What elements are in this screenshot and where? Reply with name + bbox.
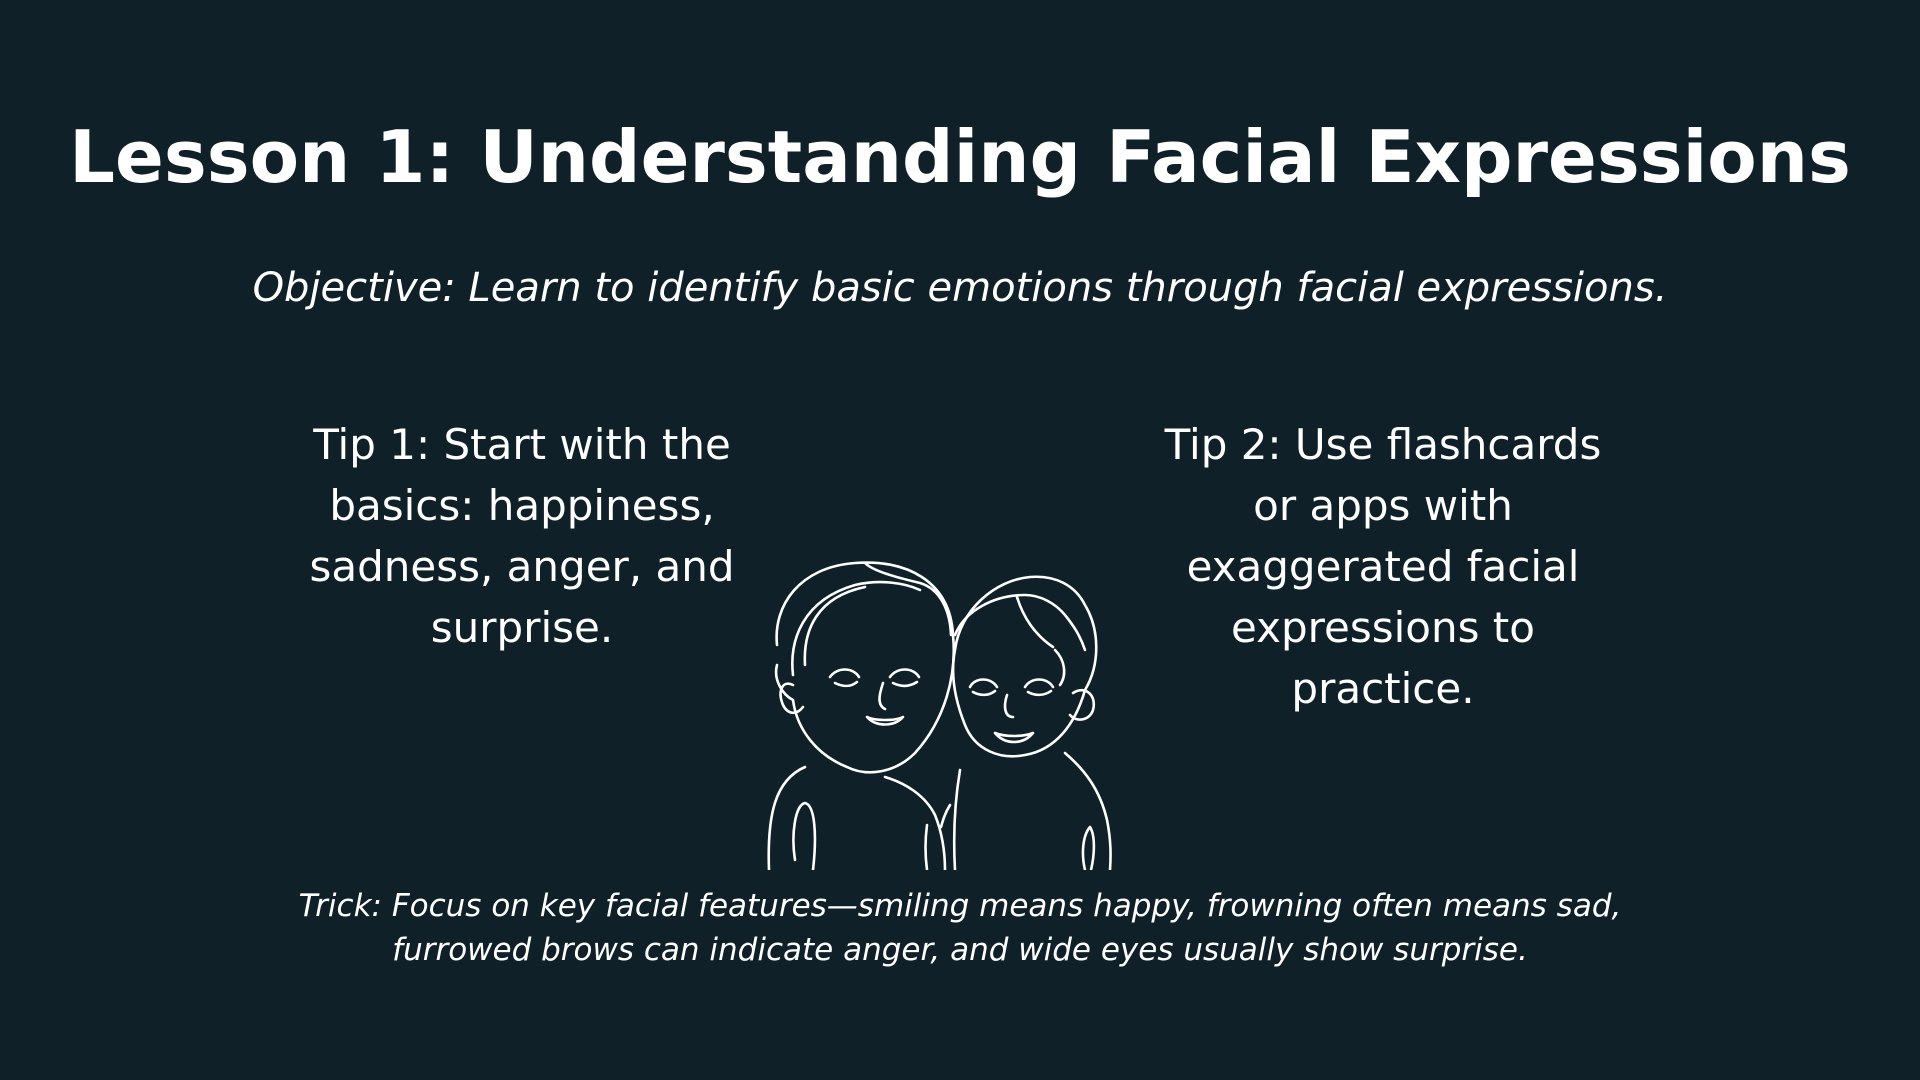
lesson-title: Lesson 1: Understanding Facial Expressio… xyxy=(69,115,1851,199)
lesson-objective: Objective: Learn to identify basic emoti… xyxy=(252,265,1668,311)
trick-text: Trick: Focus on key facial features—smil… xyxy=(298,888,1622,968)
two-faces-illustration-icon xyxy=(755,555,1165,872)
tip-1-text: Tip 1: Start with the basics: happiness,… xyxy=(309,420,735,652)
tip-2-text: Tip 2: Use flashcards or apps with exagg… xyxy=(1164,420,1602,713)
